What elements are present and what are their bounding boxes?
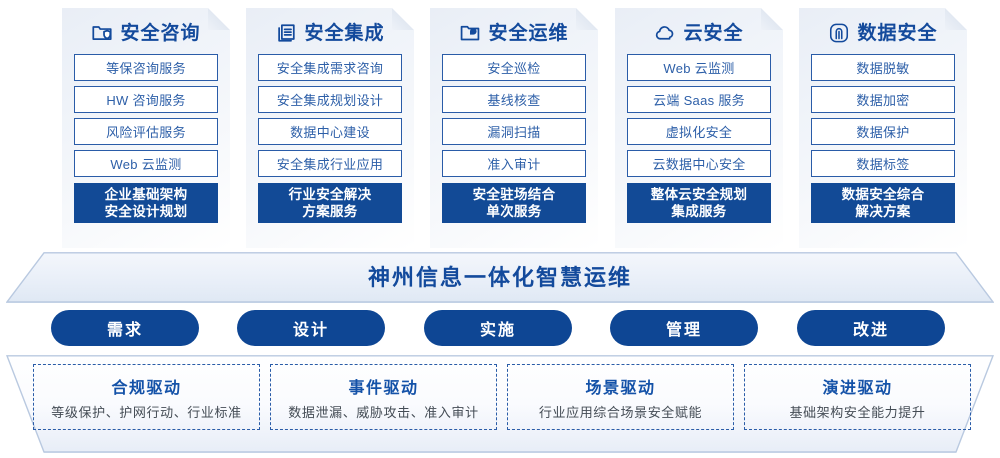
pillar-item-list: 等保咨询服务 HW 咨询服务 风险评估服务 Web 云监测 — [62, 54, 230, 177]
pillar-column-security-integration[interactable]: 安全集成 安全集成需求咨询 安全集成规划设计 数据中心建设 安全集成行业应用 行… — [246, 8, 414, 248]
pillar-summary[interactable]: 行业安全解决 方案服务 — [258, 183, 402, 223]
pillar-item[interactable]: 数据中心建设 — [258, 118, 402, 145]
pillar-item[interactable]: 安全集成行业应用 — [258, 150, 402, 177]
pillar-summary-line: 单次服务 — [486, 204, 542, 219]
pillar-item-list: 安全巡检 基线核查 漏洞扫描 准入审计 — [430, 54, 598, 177]
pillar-item[interactable]: Web 云监测 — [627, 54, 771, 81]
pillar-item[interactable]: 数据脱敏 — [811, 54, 955, 81]
pillar-item[interactable]: 云端 Saas 服务 — [627, 86, 771, 113]
pillar-summary-line: 整体云安全规划 — [650, 187, 748, 202]
pillar-header: 云安全 — [615, 8, 783, 54]
cloud-icon — [654, 22, 676, 44]
driver-card-incident[interactable]: 事件驱动 数据泄漏、威胁攻击、准入审计 — [270, 364, 497, 430]
pillar-columns: 安全咨询 等保咨询服务 HW 咨询服务 风险评估服务 Web 云监测 企业基础架… — [0, 0, 1000, 252]
pillar-column-cloud-security[interactable]: 云安全 Web 云监测 云端 Saas 服务 虚拟化安全 云数据中心安全 整体云… — [615, 8, 783, 248]
driver-card-evolution[interactable]: 演进驱动 基础架构安全能力提升 — [744, 364, 971, 430]
pillar-header: 数据安全 — [799, 8, 967, 54]
driver-description: 等级保护、护网行动、行业标准 — [51, 404, 242, 420]
pillar-column-security-consulting[interactable]: 安全咨询 等保咨询服务 HW 咨询服务 风险评估服务 Web 云监测 企业基础架… — [62, 8, 230, 248]
pillar-item[interactable]: 准入审计 — [442, 150, 586, 177]
driver-title: 事件驱动 — [348, 379, 419, 397]
driver-description: 行业应用综合场景安全赋能 — [538, 404, 703, 420]
pillar-summary-line: 安全设计规划 — [104, 204, 188, 219]
pillar-item-list: 数据脱敏 数据加密 数据保护 数据标签 — [799, 54, 967, 177]
pillar-item[interactable]: 数据标签 — [811, 150, 955, 177]
pillar-header: 安全集成 — [246, 8, 414, 54]
driver-description: 基础架构安全能力提升 — [789, 404, 926, 420]
pillar-column-data-security[interactable]: 数据安全 数据脱敏 数据加密 数据保护 数据标签 数据安全综合 解决方案 — [799, 8, 967, 248]
stage-pill-design[interactable]: 设计 — [237, 310, 385, 346]
pillar-title: 安全集成 — [304, 22, 385, 44]
driver-row: 合规驱动 等级保护、护网行动、行业标准 事件驱动 数据泄漏、威胁攻击、准入审计 … — [0, 355, 1000, 453]
pillar-item[interactable]: 虚拟化安全 — [627, 118, 771, 145]
pillar-item[interactable]: 安全集成需求咨询 — [258, 54, 402, 81]
pillar-header: 安全运维 — [430, 8, 598, 54]
pillar-item-list: 安全集成需求咨询 安全集成规划设计 数据中心建设 安全集成行业应用 — [246, 54, 414, 177]
pillar-item[interactable]: 安全巡检 — [442, 54, 586, 81]
driver-title: 演进驱动 — [822, 379, 893, 397]
pillar-title: 安全运维 — [488, 22, 569, 44]
pillar-summary[interactable]: 整体云安全规划 集成服务 — [627, 183, 771, 223]
pillar-title: 数据安全 — [857, 22, 938, 44]
driver-description: 数据泄漏、威胁攻击、准入审计 — [288, 404, 479, 420]
pillar-item-list: Web 云监测 云端 Saas 服务 虚拟化安全 云数据中心安全 — [615, 54, 783, 177]
pillar-item[interactable]: 风险评估服务 — [74, 118, 218, 145]
pillar-summary-line: 安全驻场结合 — [472, 187, 556, 202]
pillar-title: 安全咨询 — [120, 22, 201, 44]
stage-pill-requirements[interactable]: 需求 — [51, 310, 199, 346]
pillar-summary[interactable]: 企业基础架构 安全设计规划 — [74, 183, 218, 223]
pillar-column-security-operations[interactable]: 安全运维 安全巡检 基线核查 漏洞扫描 准入审计 安全驻场结合 单次服务 — [430, 8, 598, 248]
stage-pill-implementation[interactable]: 实施 — [424, 310, 572, 346]
pillar-title: 云安全 — [683, 22, 744, 44]
pillar-summary-line: 数据安全综合 — [841, 187, 925, 202]
documents-stack-icon — [275, 22, 297, 44]
lifecycle-stage-row: 需求 设计 实施 管理 改进 — [0, 310, 1000, 348]
pillar-item[interactable]: 云数据中心安全 — [627, 150, 771, 177]
stage-pill-improvement[interactable]: 改进 — [797, 310, 945, 346]
pillar-item[interactable]: HW 咨询服务 — [74, 86, 218, 113]
pillar-summary-line: 解决方案 — [855, 204, 911, 219]
pillar-item[interactable]: 基线核查 — [442, 86, 586, 113]
pillar-summary-line: 方案服务 — [302, 204, 358, 219]
fingerprint-icon — [828, 22, 850, 44]
pillar-summary[interactable]: 安全驻场结合 单次服务 — [442, 183, 586, 223]
driver-card-compliance[interactable]: 合规驱动 等级保护、护网行动、行业标准 — [33, 364, 260, 430]
driver-card-scenario[interactable]: 场景驱动 行业应用综合场景安全赋能 — [507, 364, 734, 430]
pillar-header: 安全咨询 — [62, 8, 230, 54]
pillar-item[interactable]: 漏洞扫描 — [442, 118, 586, 145]
driver-title: 场景驱动 — [585, 379, 656, 397]
pillar-item[interactable]: 安全集成规划设计 — [258, 86, 402, 113]
driver-title: 合规驱动 — [111, 379, 182, 397]
pillar-summary-line: 集成服务 — [671, 204, 727, 219]
pillar-item[interactable]: Web 云监测 — [74, 150, 218, 177]
pillar-item[interactable]: 等保咨询服务 — [74, 54, 218, 81]
folder-shield-icon — [91, 22, 113, 44]
pillar-item[interactable]: 数据加密 — [811, 86, 955, 113]
platform-banner: 神州信息一体化智慧运维 — [6, 252, 994, 303]
pillar-summary-line: 企业基础架构 — [104, 187, 188, 202]
monitor-chart-icon — [459, 22, 481, 44]
stage-pill-management[interactable]: 管理 — [610, 310, 758, 346]
pillar-summary-line: 行业安全解决 — [288, 187, 372, 202]
platform-banner-title: 神州信息一体化智慧运维 — [367, 264, 632, 290]
pillar-summary[interactable]: 数据安全综合 解决方案 — [811, 183, 955, 223]
pillar-item[interactable]: 数据保护 — [811, 118, 955, 145]
